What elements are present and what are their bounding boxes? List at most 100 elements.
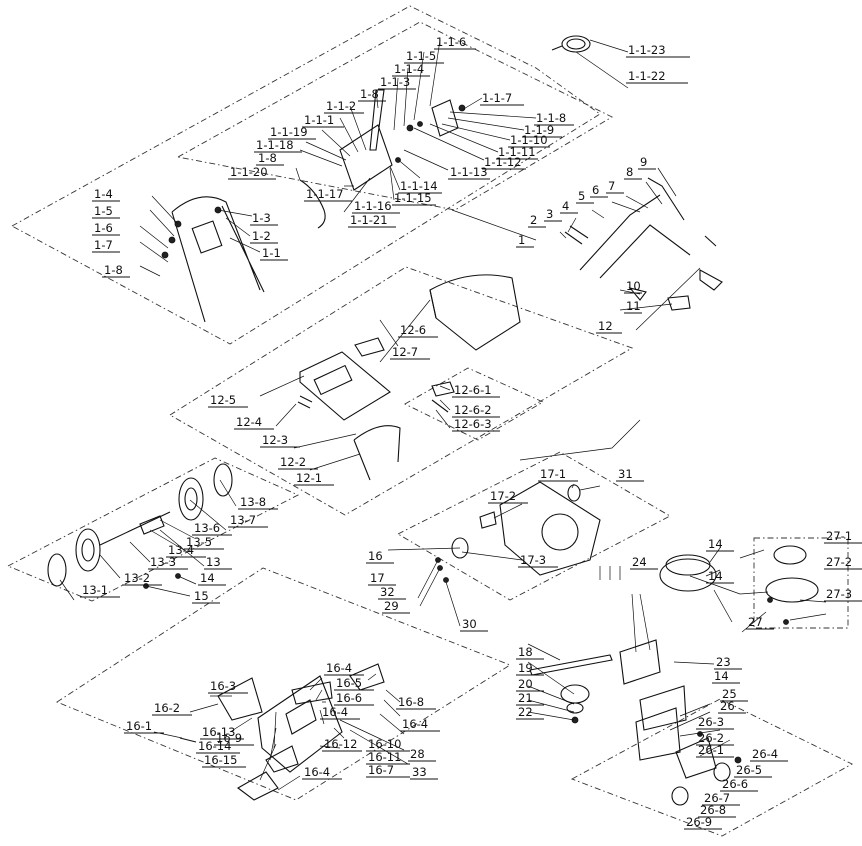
part-label: 17-2 [490, 489, 516, 503]
part-label: 26-4 [752, 747, 778, 761]
part-label: 20 [518, 677, 533, 691]
part-label: 16-4 [326, 661, 352, 675]
rear-flap-drawing [217, 677, 263, 721]
part-label: 2 [530, 213, 537, 227]
grass-bag-drawing [429, 274, 521, 351]
part-label: 16-4 [322, 705, 348, 719]
part-label: 14 [708, 537, 723, 551]
part-label: 12-6-1 [454, 383, 492, 397]
part-label: 1-1-20 [230, 165, 268, 179]
part-label: 1-4 [94, 187, 113, 201]
part-label: 1-8 [360, 87, 379, 101]
part-label: 1-1-17 [306, 187, 344, 201]
part-label: 12 [598, 319, 613, 333]
part-label: 27-1 [826, 529, 852, 543]
part-label: 1-1-18 [256, 138, 294, 152]
part-label: 16-1 [126, 719, 152, 733]
part-label: 1-1-7 [482, 91, 512, 105]
part-label: 15 [194, 589, 209, 603]
part-label: 1-1-19 [270, 125, 308, 139]
part-label: 31 [618, 467, 633, 481]
part-label: 16-9 [216, 731, 242, 745]
part-label: 16-7 [368, 763, 394, 777]
cable-coil-drawing [561, 35, 591, 53]
grass-box-clip-boundary [404, 367, 544, 441]
height-adjust-boundary [570, 698, 853, 837]
part-label: 16-14 [198, 739, 231, 753]
part-label: 1-1-3 [380, 75, 410, 89]
part-label: 1 [518, 233, 525, 247]
part-label: 16-12 [324, 737, 357, 751]
motor-drawing [659, 558, 717, 592]
part-label: 1-1-14 [400, 179, 438, 193]
part-label: 1-1-9 [524, 123, 554, 137]
part-label: 1-1-4 [394, 62, 424, 76]
rear-cover-drawing [257, 675, 343, 773]
part-label: 26-2 [698, 731, 724, 745]
part-label: 13-1 [82, 583, 108, 597]
leader-lines [59, 39, 827, 791]
part-label: 1-6 [94, 221, 113, 235]
part-label: 12-6-2 [454, 403, 492, 417]
part-label: 26-5 [736, 763, 762, 777]
part-label: 27-3 [826, 587, 852, 601]
part-drawings [47, 35, 819, 806]
wheel-assembly-boundary [6, 457, 300, 602]
part-label: 26-3 [698, 715, 724, 729]
part-label: 33 [412, 765, 427, 779]
part-label: 26-8 [700, 803, 726, 817]
part-label: 14 [708, 569, 723, 583]
part-label: 12-3 [262, 433, 288, 447]
part-label: 4 [562, 199, 569, 213]
motor-cover-boundary [753, 537, 849, 629]
part-label: 12-5 [210, 393, 236, 407]
part-label: 27-2 [826, 555, 852, 569]
part-label: 25 [722, 687, 737, 701]
power-cable-drawing [299, 179, 326, 229]
part-label: 1-1-5 [406, 49, 436, 63]
part-label: 23 [716, 655, 731, 669]
part-label: 1-1-21 [350, 213, 388, 227]
part-label: 13-5 [186, 535, 212, 549]
part-label: 27 [748, 615, 763, 629]
part-label: 16 [368, 549, 383, 563]
rear-wheel-drawing [178, 477, 204, 521]
handle-assembly-boundary [11, 5, 601, 345]
motor-cover-drawing [773, 545, 807, 565]
part-label: 6 [592, 183, 599, 197]
part-label: 13-7 [230, 513, 256, 527]
group-boundaries [6, 5, 853, 837]
blade-drawing [529, 654, 613, 676]
part-label: 28 [410, 747, 425, 761]
part-label: 22 [518, 705, 533, 719]
part-label: 16-6 [336, 691, 362, 705]
part-label: 12-6 [400, 323, 426, 337]
grass-box-frame-drawing [299, 351, 391, 421]
part-label: 1-1-1 [304, 113, 334, 127]
part-label: 10 [626, 279, 641, 293]
part-label: 9 [640, 155, 647, 169]
axle-drawing [99, 511, 171, 546]
part-label: 1-2 [252, 229, 271, 243]
part-label: 30 [462, 617, 477, 631]
rear-cover-boundary [56, 567, 511, 801]
part-label: 7 [608, 179, 615, 193]
part-label: 16-13 [202, 725, 235, 739]
part-label: 1-1-11 [498, 145, 536, 159]
part-label: 26 [720, 699, 735, 713]
part-label: 11 [626, 299, 641, 313]
motor-bracket-drawing [619, 639, 661, 685]
part-label: 16-8 [398, 695, 424, 709]
part-label: 1-1-22 [628, 69, 666, 83]
part-label: 26-1 [698, 743, 724, 757]
part-label: 18 [518, 645, 533, 659]
part-label: 1-1 [262, 246, 281, 260]
part-label: 14 [714, 669, 729, 683]
height-adjust-drawing [675, 737, 717, 779]
part-label: 1-1-10 [510, 133, 548, 147]
part-label: 12-6-3 [454, 417, 492, 431]
part-label: 16-4 [402, 717, 428, 731]
part-label: 24 [632, 555, 647, 569]
part-label: 1-8 [104, 263, 123, 277]
